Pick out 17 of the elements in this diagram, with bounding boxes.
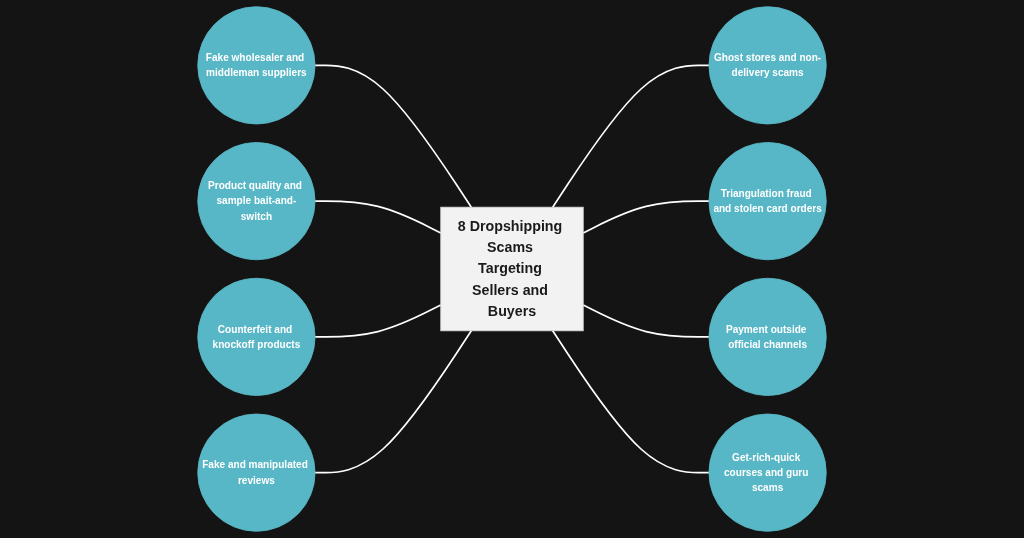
node-box [440, 206, 584, 332]
node-circle [197, 413, 316, 532]
node-circle [197, 6, 316, 125]
node-circle [197, 277, 316, 396]
connector [582, 200, 710, 234]
connector [551, 64, 710, 209]
node-circle [708, 413, 827, 532]
connector [314, 304, 442, 338]
node-circle [708, 6, 827, 125]
node-circle [708, 142, 827, 261]
connector [582, 304, 710, 338]
connector [551, 329, 710, 474]
connector [314, 64, 473, 209]
node-circle [197, 142, 316, 261]
connector [314, 200, 442, 234]
node-circle [708, 277, 827, 396]
connector [314, 329, 473, 474]
